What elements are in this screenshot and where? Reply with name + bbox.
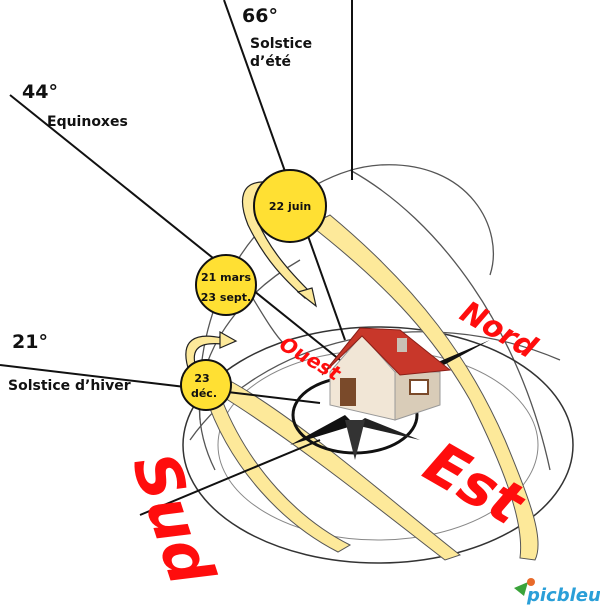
sun-equinox-label-1: 21 mars [201,271,251,284]
sun-summer-label: 22 juin [269,200,311,213]
sun-equinox: 21 mars 23 sept. [195,254,257,316]
summer-sun-path [309,214,539,561]
summer-label-2: d’été [250,54,291,70]
direction-west: Ouest [276,332,347,387]
sun-winter-label-2: déc. [191,387,217,400]
sun-equinox-label-2: 23 sept. [201,291,251,304]
sun-winter-label-1: 23 [194,372,209,385]
winter-sun-path-lower [204,394,352,553]
summer-label-1: Solstice [250,36,312,52]
direction-south: Sud [118,444,229,594]
winter-label: Solstice d’hiver [8,378,131,394]
summer-arrowhead [296,287,317,308]
house-illustration [321,327,452,421]
angle-winter-label: 21° [12,331,48,353]
direction-north: Nord [454,295,543,367]
equinox-label: Equinoxes [47,114,128,130]
angle-summer-label: 66° [242,5,278,27]
logo-text: picbleu [526,585,600,606]
angle-equinox-label: 44° [22,81,58,103]
sun-summer: 22 juin [253,169,327,243]
winter-arrowhead [219,330,238,349]
horizon-ellipse [182,326,574,564]
picbleu-logo: picbleu [514,578,600,606]
sun-winter: 23 déc. [180,359,232,411]
